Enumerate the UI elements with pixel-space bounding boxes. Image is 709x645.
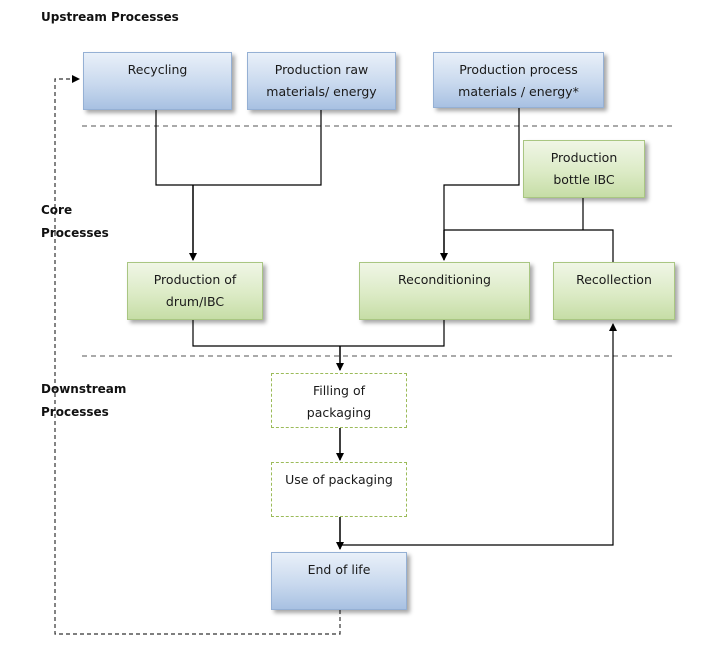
- recollection-to-reconditioning-connector: [444, 229, 614, 262]
- production-raw-materials-box: Production raw materials/ energy: [247, 52, 396, 110]
- production-bottle-ibc-box: Production bottle IBC: [523, 140, 645, 198]
- recycling-label: Recycling: [127, 62, 188, 77]
- reconditioning-box: Reconditioning: [359, 262, 530, 320]
- production-drum-ibc-label: Production of drum/IBC: [153, 272, 237, 309]
- recollection-label: Recollection: [576, 272, 652, 287]
- use-of-packaging-label: Use of packaging: [285, 472, 393, 487]
- reconditioning-label: Reconditioning: [398, 272, 491, 287]
- raw-materials-connector: [193, 110, 322, 186]
- production-process-materials-label: Production process materials / energy*: [458, 62, 579, 99]
- recycling-connector: [155, 110, 193, 186]
- end-of-life-box: End of life: [271, 552, 407, 610]
- process-materials-connector: [443, 108, 520, 230]
- recycling-box: Recycling: [83, 52, 232, 110]
- arrow-to-recollection: [340, 323, 617, 546]
- upstream-section-label: Upstream Processes: [41, 10, 179, 24]
- production-bottle-ibc-label: Production bottle IBC: [550, 150, 618, 187]
- filling-of-packaging-label: Filling of packaging: [306, 383, 372, 420]
- filling-of-packaging-box: Filling of packaging: [271, 373, 407, 428]
- use-of-packaging-box: Use of packaging: [271, 462, 407, 517]
- recollection-box: Recollection: [553, 262, 675, 320]
- drum-output-connector: [192, 320, 445, 347]
- core-section-label: Core Processes: [41, 203, 109, 240]
- end-of-life-label: End of life: [307, 562, 371, 577]
- production-drum-ibc-box: Production of drum/IBC: [127, 262, 263, 320]
- recycling-return-loop: [54, 75, 341, 635]
- downstream-section-label: Downstream Processes: [41, 382, 127, 419]
- production-raw-materials-label: Production raw materials/ energy: [266, 62, 377, 99]
- production-process-materials-box: Production process materials / energy*: [433, 52, 604, 108]
